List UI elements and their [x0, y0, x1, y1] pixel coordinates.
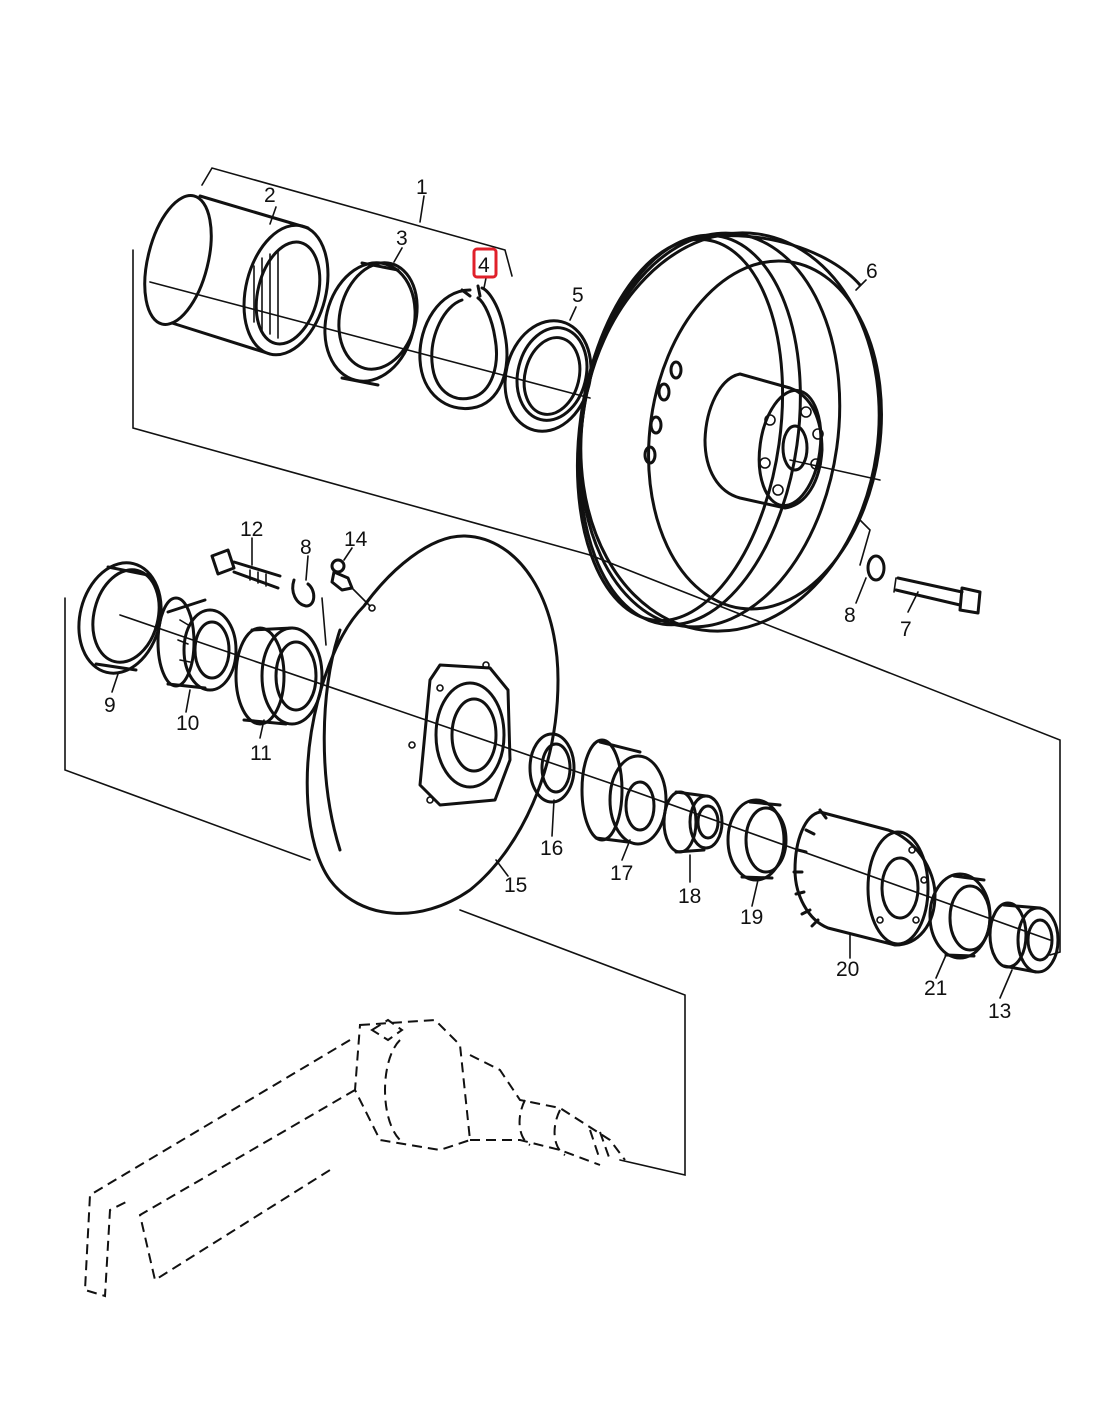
part-3-ring: [323, 261, 419, 387]
highlight-box-callout-4: [472, 247, 498, 279]
callout-8-right: 8: [844, 604, 856, 627]
part-2-bearing-cup: [143, 194, 330, 357]
leader-lines: [111, 195, 1013, 999]
part-13-bearing-cone: [988, 901, 1060, 974]
callout-19: 19: [740, 906, 763, 929]
callout-5: 5: [572, 284, 584, 307]
callout-1: 1: [416, 176, 428, 199]
part-5-seal: [503, 319, 593, 433]
part-4-snap-ring: [418, 284, 509, 411]
part-10-bearing-cone: [156, 596, 238, 692]
part-20-sprocket-hub: [792, 808, 937, 947]
part-11-bearing-cup: [234, 626, 324, 726]
callout-21: 21: [924, 977, 947, 1000]
part-17-sleeve: [580, 738, 668, 846]
callout-7: 7: [900, 618, 912, 641]
part-14-grease-fitting: [330, 558, 376, 612]
part-8-lockwasher-left: [291, 578, 316, 608]
part-9-seal: [77, 561, 163, 675]
callout-2: 2: [264, 184, 276, 207]
callout-17: 17: [610, 862, 633, 885]
spindle-axle-phantom: [83, 1018, 626, 1298]
callout-13: 13: [988, 1000, 1011, 1023]
part-16-seal: [528, 732, 576, 804]
callout-14: 14: [344, 528, 368, 551]
part-18-bearing-cone: [662, 790, 724, 854]
callout-3: 3: [396, 227, 408, 250]
part-19-bearing-cup: [726, 798, 788, 882]
assembly-bracket-1: [132, 167, 591, 556]
callouts: 1 2 3 4 5 6 7 8 9 10 11 12 8 14 15 16 17…: [104, 176, 1011, 1023]
part-6-idler-wheel: [575, 231, 883, 633]
callout-9: 9: [104, 694, 116, 717]
center-axis-lines: [119, 281, 1051, 941]
callout-4[interactable]: 4: [478, 254, 490, 277]
assembly-bracket-lower: [64, 519, 1061, 1177]
callout-10: 10: [176, 712, 199, 735]
callout-15: 15: [504, 874, 527, 897]
callout-20: 20: [836, 958, 859, 981]
callout-18: 18: [678, 885, 701, 908]
part-8-lockwasher-right: [866, 554, 886, 582]
callout-16: 16: [540, 837, 563, 860]
callout-8-left: 8: [300, 536, 312, 559]
callout-11: 11: [250, 742, 272, 765]
part-15-disc-hub: [305, 534, 560, 915]
callout-12: 12: [240, 518, 263, 541]
callout-6: 6: [866, 260, 878, 283]
part-7-bolt: [893, 576, 982, 615]
part-12-bolt: [210, 548, 282, 590]
